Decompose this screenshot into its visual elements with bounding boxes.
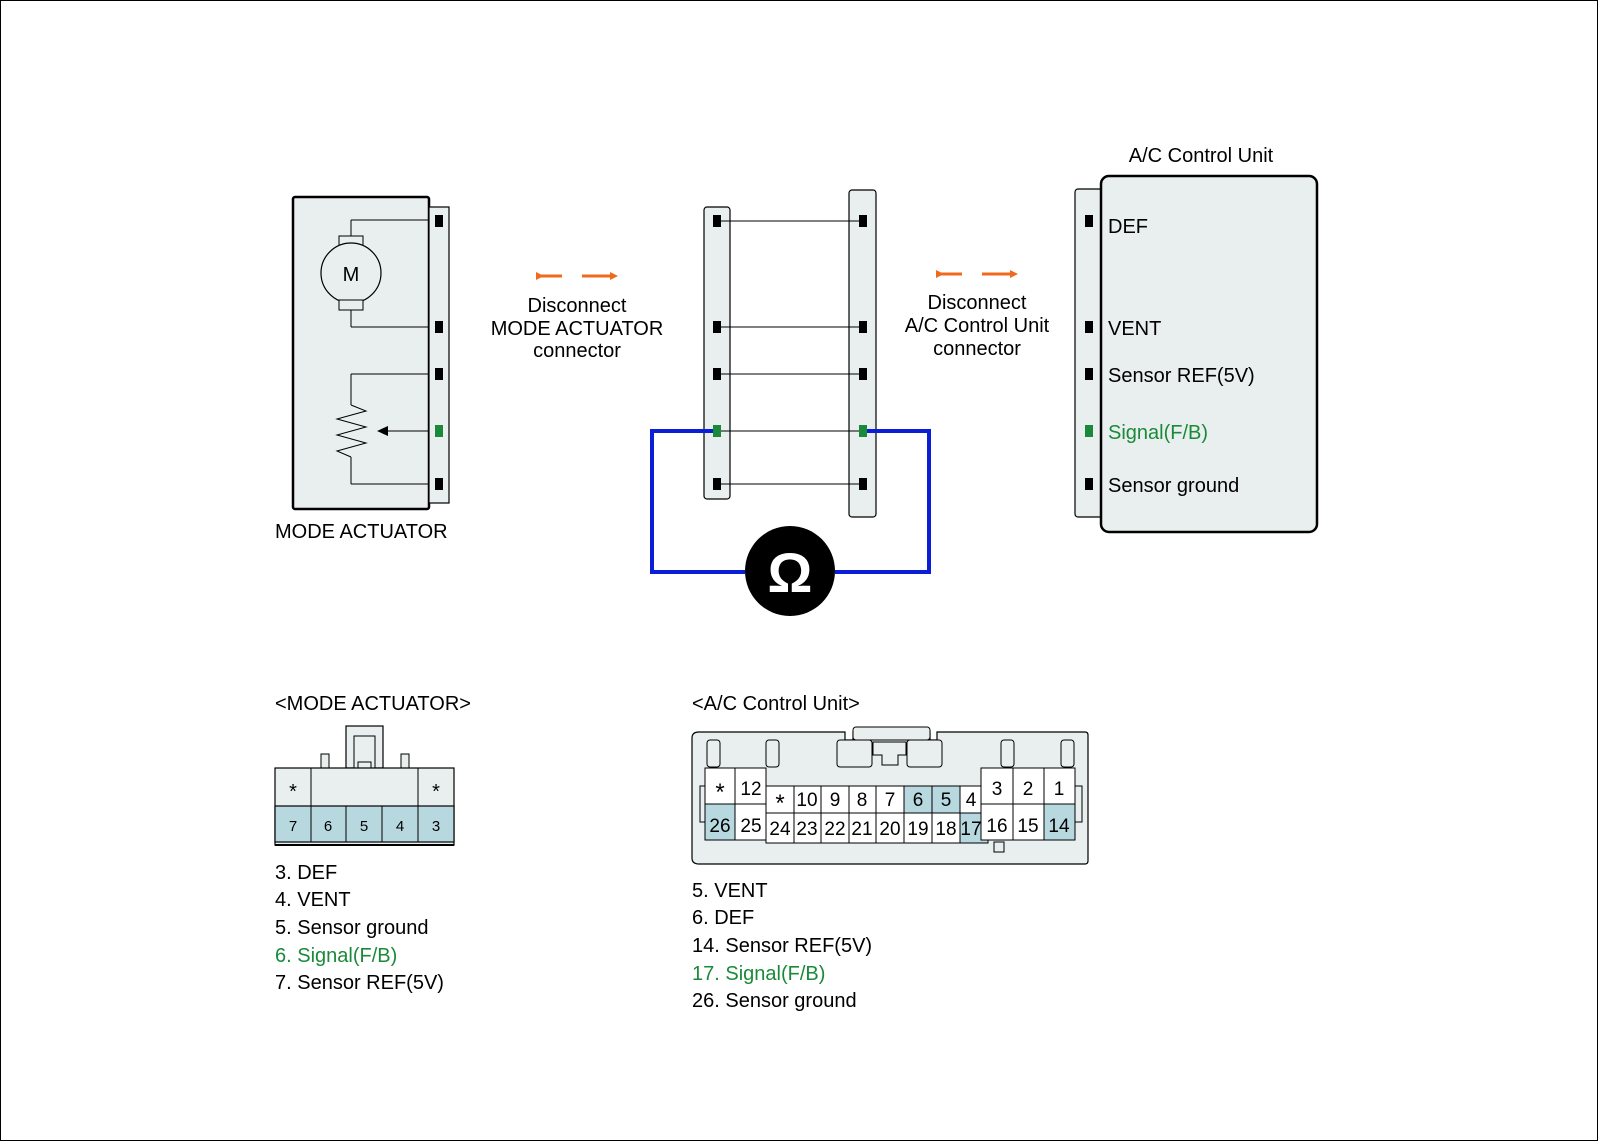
mode-pin-cell: 3	[432, 818, 440, 835]
acu-pin-cell: 16	[986, 816, 1007, 837]
acu-legend-item: 5. VENT	[692, 880, 768, 902]
disconnect-acu-line2: A/C Control Unit	[905, 315, 1050, 337]
acu-pin-cell: 21	[851, 819, 872, 840]
acu-pin-cell: 10	[796, 790, 817, 811]
acu-pin-cell: 8	[857, 790, 868, 811]
actuator-pin-4	[435, 425, 443, 437]
actuator-pin-5	[435, 478, 443, 490]
mode-legend-item: 7. Sensor REF(5V)	[275, 972, 444, 994]
acu-pin-cell: *	[775, 790, 784, 817]
mode-legend-item: 3. DEF	[275, 862, 337, 884]
potentiometer-icon	[335, 373, 429, 485]
acu-pin-cell: 4	[966, 790, 977, 811]
acu-pin-label-vent: VENT	[1108, 318, 1161, 340]
acu-pin-cell: 20	[879, 819, 900, 840]
mode-legend-item: 4. VENT	[275, 889, 351, 911]
acu-legend-item: 26. Sensor ground	[692, 990, 857, 1012]
acu-pin-label-sensor-ref: Sensor REF(5V)	[1108, 365, 1255, 387]
acu-pin-cell: 25	[740, 816, 761, 837]
acu-block	[1074, 174, 1319, 534]
mode-pin-cell: 7	[289, 818, 297, 835]
ohmmeter-icon	[745, 526, 835, 616]
mode-legend-item: 5. Sensor ground	[275, 917, 428, 939]
acu-pin-cell: 24	[769, 819, 791, 840]
actuator-pin-1	[435, 215, 443, 227]
meter-leads	[650, 429, 931, 574]
acu-pin-label-sensor-ground: Sensor ground	[1108, 475, 1239, 497]
acu-pin-cell: 19	[907, 819, 928, 840]
acu-legend-item: 6. DEF	[692, 907, 754, 929]
acu-pin-cell: 7	[885, 790, 896, 811]
acu-body	[1099, 174, 1319, 534]
acu-pin-cell: 26	[709, 816, 730, 837]
harness-right-connector	[848, 189, 877, 518]
acu-title: A/C Control Unit	[1129, 145, 1274, 167]
motor-icon	[320, 219, 429, 328]
motor-label: M	[343, 264, 360, 286]
acu-pin-cell: 1	[1054, 779, 1065, 800]
mode-connector-face	[274, 725, 455, 846]
mode-top-cell: *	[289, 781, 297, 803]
acu-pin-cell: 3	[992, 779, 1003, 800]
disconnect-actuator-line1: Disconnect	[528, 295, 627, 317]
acu-pin-cell: 17	[960, 819, 981, 840]
acu-legend-item-signal: 17. Signal(F/B)	[692, 963, 825, 985]
acu-pin-label-signal: Signal(F/B)	[1108, 422, 1208, 444]
actuator-caption: MODE ACTUATOR	[275, 521, 448, 543]
acu-pin-cell: 2	[1023, 779, 1034, 800]
acu-pin-cell: 9	[830, 790, 841, 811]
acu-pin-cell: 23	[796, 819, 817, 840]
acu-connector-face	[691, 726, 1089, 865]
acu-pin-cell: 18	[935, 819, 956, 840]
actuator-connector-strip	[428, 206, 450, 504]
acu-pin-cell: 12	[740, 779, 761, 800]
mode-pin-cell: 6	[324, 818, 332, 835]
ohmmeter-symbol: Ω	[768, 541, 813, 604]
disconnect-acu-line3: connector	[933, 338, 1021, 360]
mode-top-cell: *	[432, 781, 440, 803]
acu-pin-cell: 22	[824, 819, 845, 840]
mode-pin-cell: 4	[396, 818, 404, 835]
mode-actuator: M MODE ACTUATOR	[275, 195, 450, 543]
acu-legend-item: 14. Sensor REF(5V)	[692, 935, 872, 957]
harness-left-connector	[703, 206, 731, 500]
acu-pin-cell: *	[715, 779, 724, 806]
actuator-pin-3	[435, 368, 443, 380]
wiring-harness	[703, 189, 877, 518]
actuator-pin-2	[435, 321, 443, 333]
disconnect-actuator-line3: connector	[533, 340, 621, 362]
mode-pin-cell: 5	[360, 818, 368, 835]
acu-connector-title: <A/C Control Unit>	[692, 693, 860, 715]
mode-connector-title: <MODE ACTUATOR>	[275, 693, 471, 715]
acu-pin-label-def: DEF	[1108, 216, 1148, 238]
disconnect-acu-line1: Disconnect	[928, 292, 1027, 314]
acu-pin-cell: 6	[913, 790, 924, 811]
acu-pin-cell: 14	[1048, 816, 1070, 837]
disconnect-actuator-line2: MODE ACTUATOR	[491, 318, 664, 340]
mode-legend-item-signal: 6. Signal(F/B)	[275, 945, 397, 967]
acu-pin-cell: 15	[1017, 816, 1038, 837]
acu-pin-cell: 5	[941, 790, 952, 811]
